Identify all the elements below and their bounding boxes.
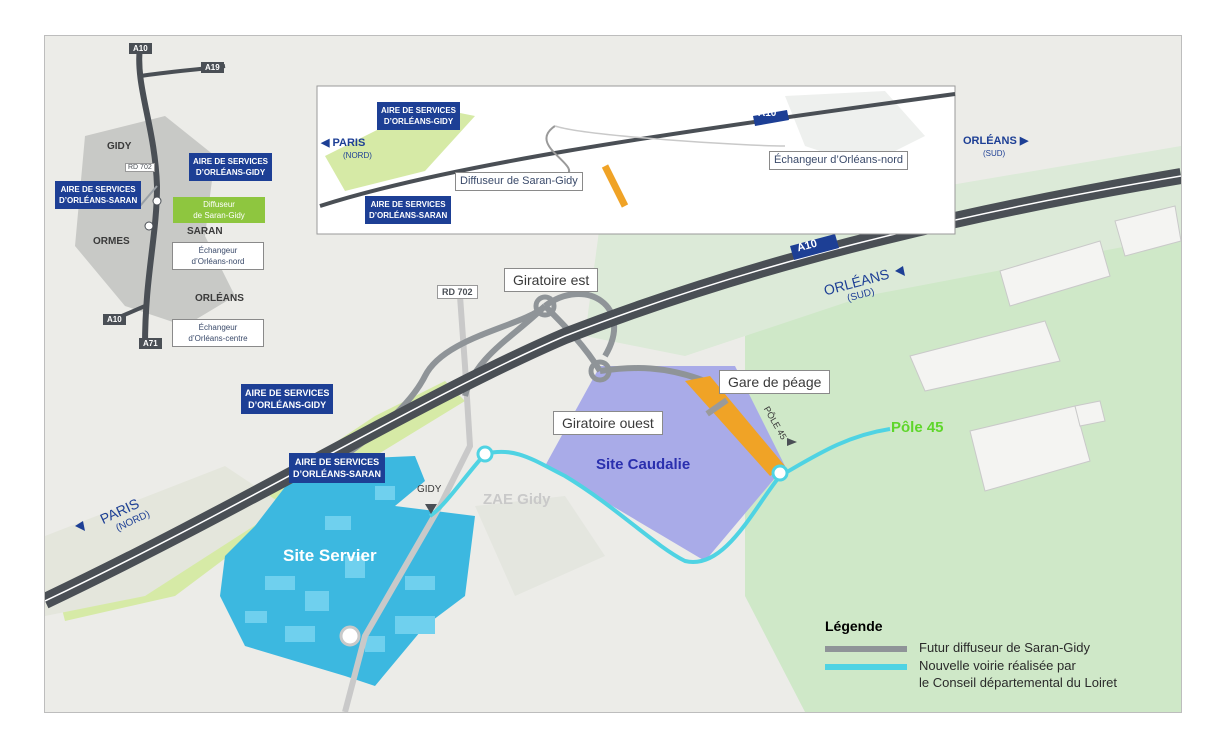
town-gidy: GIDY: [107, 141, 132, 152]
a10-center-line: [45, 175, 1181, 602]
detail-paris-text: PARIS: [332, 137, 366, 149]
base-map: [45, 36, 1181, 712]
gidy-label: GIDY: [417, 484, 442, 495]
toll-plaza: [685, 376, 785, 476]
a10-top-label: A10: [129, 43, 152, 54]
overview-services-saran: AIRE DE SERVICES D’ORLÉANS-SARAN: [55, 181, 142, 209]
legend-item2-line1: Nouvelle voirie réalisée par: [919, 658, 1076, 673]
gare-peage-label: Gare de péage: [719, 370, 831, 394]
a10-bottom-label: A10: [103, 314, 126, 325]
detail-diffuseur: Diffuseur de Saran-Gidy: [455, 172, 583, 191]
zae-gidy-label: ZAE Gidy: [483, 491, 551, 508]
detail-echangeur: Échangeur d’Orléans-nord: [769, 151, 909, 170]
map-frame: A10 A19 RD 702 A10 A71 GIDY ORMES SARAN …: [44, 35, 1182, 713]
zae-patch: [475, 496, 605, 596]
toll-gate: [705, 397, 729, 417]
giratoire-ouest-roundabout: [588, 359, 612, 383]
town-ormes: ORMES: [93, 236, 130, 247]
pole45-road-arrow: [787, 438, 797, 446]
warehouses: [909, 205, 1181, 492]
legend-swatch-cyan: [825, 664, 907, 670]
detail-paris-sub: (NORD): [343, 151, 372, 160]
detail-orleans-sub: (SUD): [983, 149, 1006, 158]
giratoire-ouest-label: Giratoire ouest: [553, 411, 663, 435]
giratoire-est-label: Giratoire est: [504, 268, 599, 292]
pole45-zone: [745, 176, 1181, 712]
detail-services-saran: AIRE DE SERVICES D’ORLÉANS-SARAN: [365, 196, 452, 224]
overview-services-gidy: AIRE DE SERVICES D’ORLÉANS-GIDY: [189, 153, 272, 181]
site-caudalie-label: Site Caudalie: [596, 456, 691, 473]
pole45-label: Pôle 45: [891, 419, 944, 436]
new-road: [484, 427, 891, 565]
roundabout-south: [339, 625, 361, 647]
a10-shield-main: [790, 234, 839, 260]
site-servier-label: Site Servier: [283, 546, 377, 565]
a71-label: A71: [139, 338, 162, 349]
legend-item1: Futur diffuseur de Saran-Gidy: [919, 640, 1091, 655]
overview-diffuseur: Diffuseur de Saran-Gidy: [173, 197, 265, 223]
a19-label: A19: [201, 62, 224, 73]
new-road-west: [428, 452, 487, 518]
main-services-gidy: AIRE DE SERVICES D’ORLÉANS-GIDY: [241, 384, 334, 414]
legend-item2-line2: le Conseil départemental du Loiret: [919, 675, 1118, 690]
roundabout-pole45: [771, 464, 789, 482]
gidy-arrow: [425, 504, 437, 514]
rd702-label: RD 702: [437, 285, 478, 299]
legend: Légende Futur diffuseur de Saran-Gidy No…: [825, 618, 1175, 708]
detail-orleans-label: ORLÉANS ▶: [963, 135, 1029, 147]
rd702-small-label: RD 702: [125, 163, 155, 172]
main-services-saran: AIRE DE SERVICES D’ORLÉANS-SARAN: [289, 453, 386, 483]
paris-arrow-main: [75, 521, 85, 531]
servier-buildings: [245, 486, 435, 652]
detail-paris-label: ◀ PARIS: [321, 137, 366, 149]
town-saran: SARAN: [187, 226, 223, 237]
town-orleans: ORLÉANS: [195, 293, 244, 304]
overview-echangeur-nord: Échangeur d’Orléans-nord: [172, 242, 264, 270]
orleans-arrow-main: [895, 266, 905, 276]
detail-services-gidy: AIRE DE SERVICES D’ORLÉANS-GIDY: [377, 102, 460, 130]
giratoire-est-roundabout: [533, 294, 557, 318]
legend-swatch-grey: [825, 646, 907, 652]
detail-a10-label: A10: [758, 108, 777, 119]
overview-echangeur-centre: Échangeur d’Orléans-centre: [172, 319, 264, 347]
rd702-road: [342, 295, 474, 712]
detail-orleans-text: ORLÉANS: [963, 135, 1017, 147]
roundabout-west: [476, 445, 494, 463]
legend-title: Légende: [825, 618, 883, 634]
